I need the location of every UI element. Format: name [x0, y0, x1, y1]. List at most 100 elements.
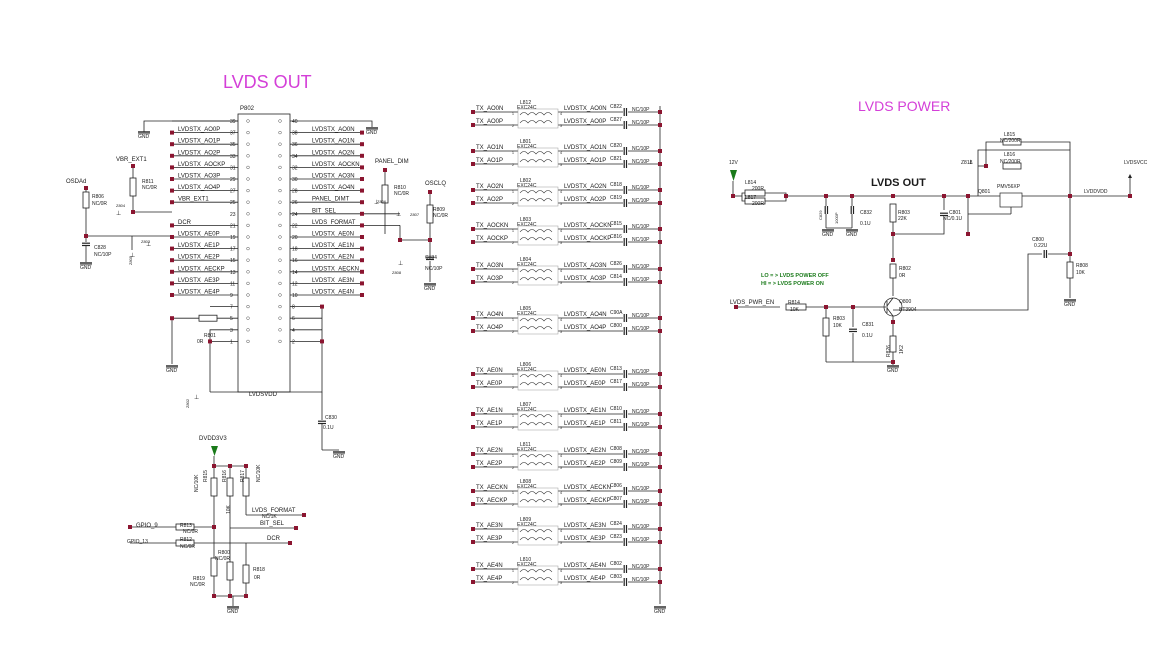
cap-ref: C823 [610, 534, 622, 540]
common-mode-choke [517, 565, 559, 586]
junction-node [360, 188, 364, 193]
junction-node [170, 200, 174, 205]
resistor [226, 477, 234, 497]
junction-node [471, 240, 475, 244]
junction-node [658, 149, 662, 153]
junction-node [471, 567, 475, 571]
junction-node [212, 594, 216, 598]
junction-node [244, 464, 248, 468]
resistor [210, 477, 218, 497]
tx-net-label: TX_AE3N [476, 523, 503, 529]
junction-node [320, 339, 324, 344]
junction-node [471, 188, 475, 192]
junction-node [294, 526, 298, 530]
common-mode-choke [517, 525, 559, 546]
choke-part: EXC24C [517, 144, 537, 150]
junction-node [658, 540, 662, 544]
r819-value: NC/0R [190, 582, 205, 588]
cap-ref: C803 [610, 574, 622, 580]
tx-net-label: TX_AE4N [476, 563, 503, 569]
pin-number: 1 [512, 269, 514, 273]
osclq-label: OSCLQ [425, 181, 446, 187]
osdad-label: OSDAd [66, 179, 86, 185]
gnd-label: GND [887, 368, 899, 374]
choke-coil [519, 491, 553, 495]
junction-node [360, 200, 364, 205]
choke-coil [519, 190, 553, 194]
junction-node [398, 238, 402, 242]
tx-net-label: TX_AO0P [476, 119, 503, 125]
test-point-icon: ⊥ [116, 210, 121, 217]
lvds-net-label: LVDSTX_AE1P [564, 421, 606, 427]
tx-net-label: TX_AE1P [476, 421, 502, 427]
pin-number-right: 10 [292, 293, 298, 299]
lvds-net-label: LVDSTX_AECKN [564, 485, 611, 491]
junction-node [244, 594, 248, 598]
junction-node [170, 130, 174, 135]
right-net-label: LVDSTX_AE1N [312, 243, 354, 249]
gnd-label: GND [80, 265, 92, 271]
l814-value: 200R [752, 186, 764, 192]
r811-value: NC/0R [142, 185, 157, 191]
pin-number: 3 [560, 581, 562, 585]
choke-coil [519, 120, 553, 124]
c800-value: 0.22U [1034, 243, 1048, 249]
choke-coil [519, 537, 553, 541]
pin-number: 1 [512, 318, 514, 322]
choke-part: EXC24C [517, 105, 537, 111]
connector-pin [246, 270, 250, 274]
resistor [822, 317, 830, 337]
junction-node [850, 194, 854, 198]
pin-number-left: 9 [230, 293, 233, 299]
r811-ref: R811 [142, 179, 154, 185]
connector-pin [246, 165, 250, 170]
lvds-net-label: LVDSTX_AO3N [564, 263, 607, 269]
pin-number-right: 22 [292, 223, 298, 229]
junction-node [288, 541, 292, 545]
c829-value: 1000P [834, 212, 839, 224]
pin-number: 3 [560, 241, 562, 245]
lvds-net-label: LVDSTX_AOCKP [564, 236, 611, 242]
cap-ref: C811 [610, 419, 622, 425]
right-net-label: LVDSTX_AOCKN [312, 162, 360, 168]
lvds-net-label: LVDSTX_AO1N [564, 145, 607, 151]
cap-value: NC/10P [632, 409, 650, 415]
junction-node [658, 123, 662, 127]
junction-node [360, 130, 364, 135]
pin-number: 4 [560, 190, 562, 194]
junction-node [360, 165, 364, 170]
connector-pin [246, 235, 250, 239]
pin-number: 3 [560, 202, 562, 206]
junction-node [658, 425, 662, 429]
connector-pin [246, 316, 250, 320]
pin-number-left: 23 [230, 212, 236, 218]
cap-ref: C809 [610, 459, 622, 465]
resistor [889, 203, 897, 223]
wire [209, 329, 238, 342]
junction-node [170, 223, 174, 228]
pin-number-right: 38 [292, 131, 298, 137]
pin-number: 2 [512, 330, 514, 334]
junction-node [170, 246, 174, 251]
dcr-bottom-label: DCR [267, 536, 281, 542]
l814-ref: L814 [745, 180, 756, 186]
connector-pin [246, 188, 250, 193]
z805-label: Z805 [128, 255, 133, 265]
pin-number: 1 [512, 112, 514, 116]
pin-number-left: 35 [230, 142, 236, 148]
junction-node [228, 464, 232, 468]
pin-number-right: 36 [292, 142, 298, 148]
l816-value: NC/200R [1000, 159, 1021, 165]
junction-node [658, 385, 662, 389]
junction-node [360, 177, 364, 181]
junction-node [471, 149, 475, 153]
junction-node [966, 194, 970, 198]
junction-node [360, 293, 364, 297]
tx-net-label: TX_AE2N [476, 448, 503, 454]
junction-node [170, 293, 174, 297]
connector-pin [246, 246, 250, 251]
cap-ref: C90A [610, 310, 623, 316]
connector-pin [246, 212, 250, 216]
resistor [1066, 261, 1074, 279]
r803b-value: 10K [833, 323, 843, 329]
